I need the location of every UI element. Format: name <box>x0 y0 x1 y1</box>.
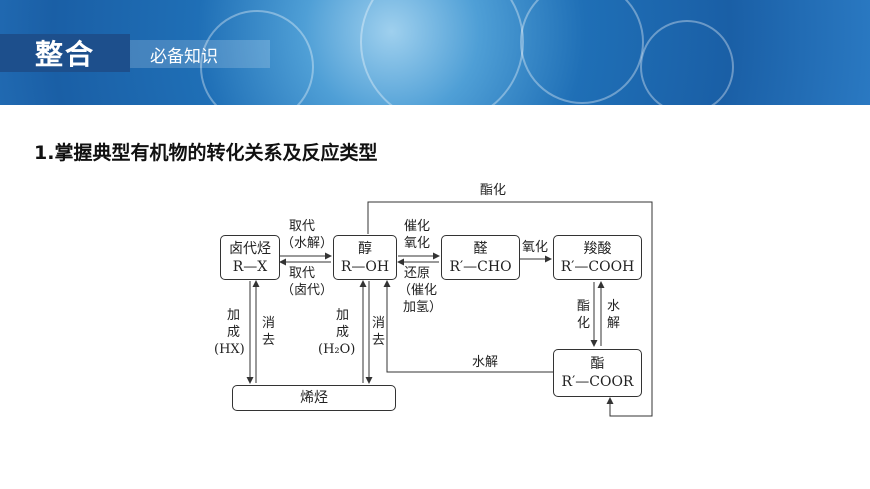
label-elimination: 去 <box>372 333 386 348</box>
halide-name: 卤代烃 <box>229 241 271 257</box>
node-acid: 羧酸 R′—COOH <box>553 235 642 280</box>
label-esterification: 酯 <box>577 299 591 314</box>
aldehyde-formula: R′—CHO <box>449 259 512 275</box>
node-aldehyde: 醛 R′—CHO <box>441 235 520 280</box>
label-oxidation: 氧化 <box>404 236 431 251</box>
alkene-name: 烯烃 <box>300 390 328 406</box>
arrow-ester-hydrolysis-to-alcohol <box>383 280 553 373</box>
label-esterify-top: 酯化 <box>480 183 507 198</box>
ester-name: 酯 <box>590 356 605 372</box>
label-hydrolysis: 水 <box>607 299 621 314</box>
aldehyde-name: 醛 <box>473 241 488 257</box>
banner-decoration <box>200 10 314 105</box>
page-subtitle: 必备知识 <box>130 40 270 68</box>
arrow-esterification-path <box>367 201 653 417</box>
label-addition: 加 <box>227 308 241 323</box>
label-h2o: (H₂O) <box>318 342 356 357</box>
label-substitution: 取代 <box>289 266 316 281</box>
label-reduction: 还原 <box>404 266 431 281</box>
section-heading: 1.掌握典型有机物的转化关系及反应类型 <box>34 142 378 164</box>
header-banner: 整合 必备知识 <box>0 0 870 105</box>
label-hydrogenation: 加氢） <box>403 300 443 315</box>
label-hx: (HX) <box>214 342 245 357</box>
alcohol-formula: R—OH <box>340 259 390 275</box>
halide-formula: R—X <box>232 259 268 275</box>
acid-name: 羧酸 <box>583 241 612 257</box>
label-addition: 加 <box>336 308 350 323</box>
node-alcohol: 醇 R—OH <box>333 235 397 280</box>
label-catalytic-paren: （催化 <box>398 283 438 298</box>
label-hydrolysis: 解 <box>607 316 621 331</box>
label-ester-hydrolysis: 水解 <box>472 355 499 370</box>
label-elimination: 消 <box>262 316 276 331</box>
label-elimination: 去 <box>262 333 276 348</box>
alcohol-name: 醇 <box>358 241 372 257</box>
node-ester: 酯 R′—COOR <box>553 349 642 397</box>
node-halide: 卤代烃 R—X <box>220 235 280 280</box>
label-oxidation: 氧化 <box>522 240 549 255</box>
page-title: 整合 <box>0 34 130 72</box>
label-elimination: 消 <box>372 316 386 331</box>
node-alkene: 烯烃 <box>232 385 396 411</box>
banner-decoration <box>640 20 734 105</box>
label-hydrolysis-paren: （水解） <box>281 236 334 251</box>
acid-formula: R′—COOH <box>560 259 635 275</box>
label-addition: 成 <box>227 325 241 340</box>
label-halogenation-paren: （卤代） <box>281 283 334 298</box>
label-addition: 成 <box>336 325 350 340</box>
ester-formula: R′—COOR <box>561 374 634 390</box>
label-esterification: 化 <box>577 316 591 331</box>
label-substitution: 取代 <box>289 219 316 234</box>
label-catalytic: 催化 <box>404 219 431 234</box>
